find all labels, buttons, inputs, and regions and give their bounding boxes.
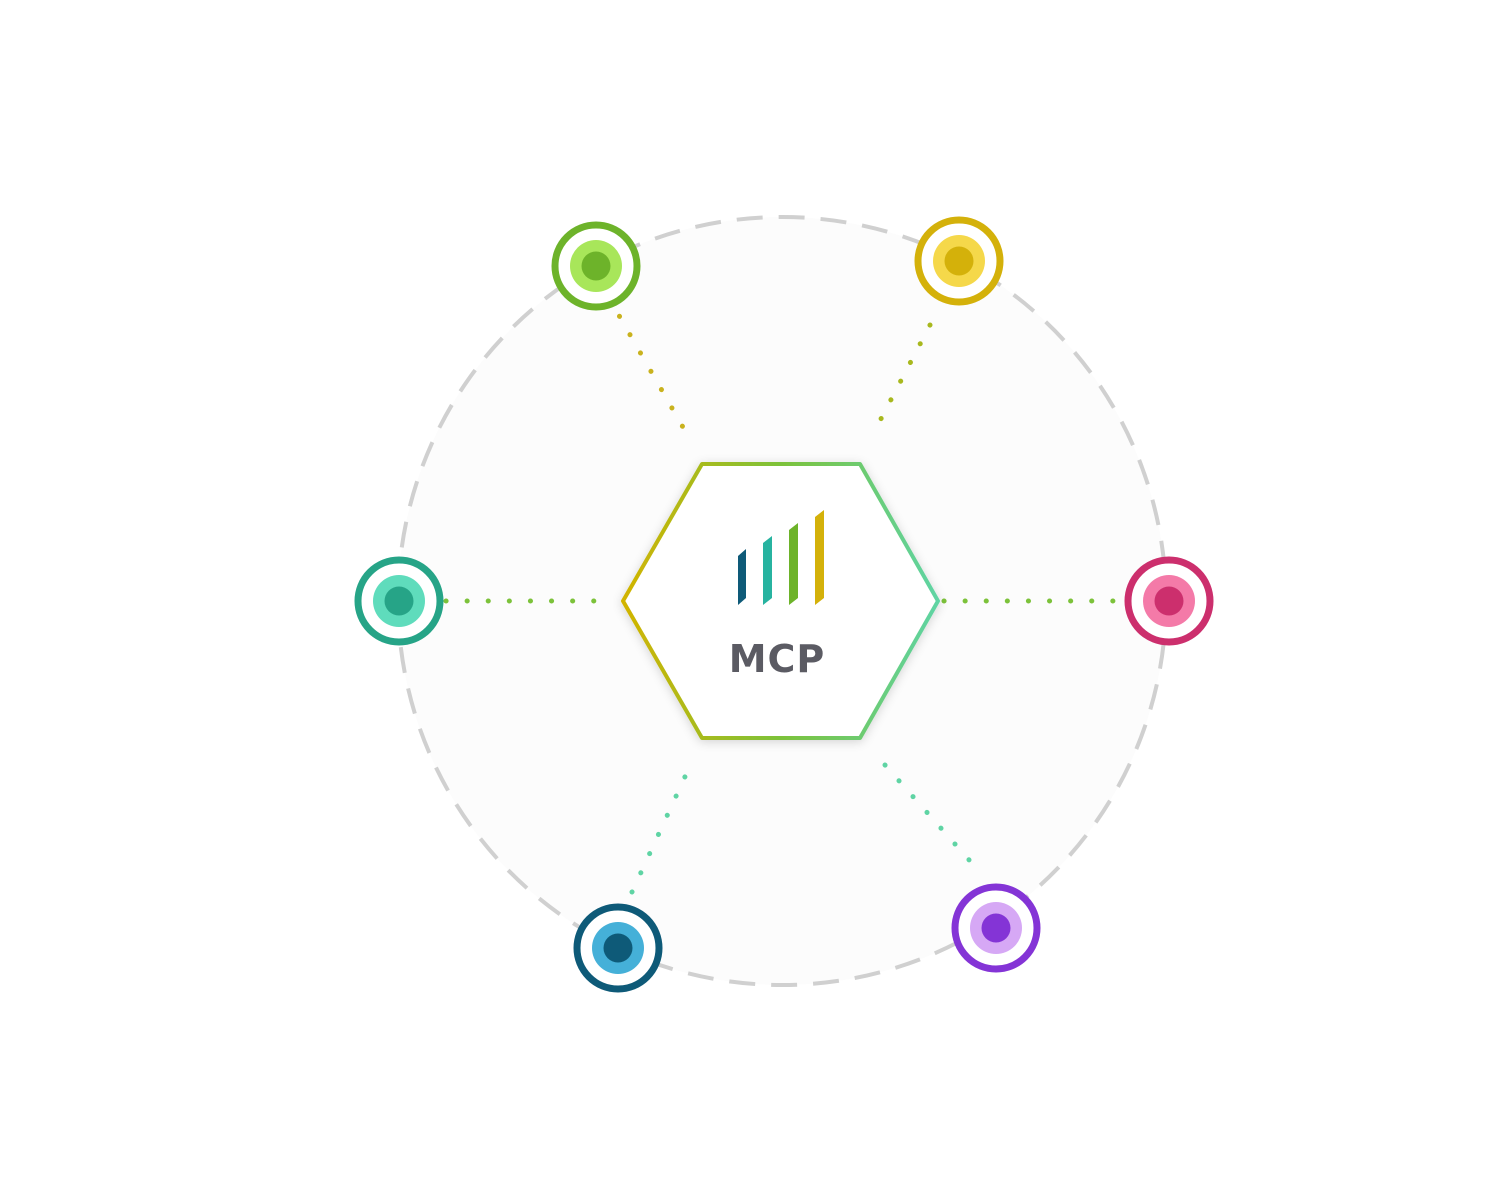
node-top-left[interactable] bbox=[551, 221, 641, 311]
node-core-icon bbox=[603, 933, 633, 963]
hub-hexagon bbox=[621, 462, 940, 740]
connector-link-bottom-right bbox=[882, 762, 981, 873]
connector-link-top-right bbox=[869, 322, 933, 439]
node-core-icon bbox=[1154, 586, 1184, 616]
mcp-hub[interactable]: MCP bbox=[621, 462, 940, 740]
node-bottom-left[interactable] bbox=[573, 903, 663, 993]
node-bottom-right[interactable] bbox=[951, 883, 1041, 973]
node-top-right[interactable] bbox=[914, 216, 1004, 306]
node-right[interactable] bbox=[1124, 556, 1214, 646]
node-core-icon bbox=[981, 913, 1011, 943]
node-core-icon bbox=[581, 251, 611, 281]
peripheral-nodes bbox=[354, 216, 1214, 993]
hub-label: MCP bbox=[729, 637, 826, 681]
logo-bar bbox=[815, 510, 824, 605]
logo-bar bbox=[763, 536, 772, 605]
node-left[interactable] bbox=[354, 556, 444, 646]
logo-bar bbox=[789, 523, 798, 605]
mcp-logo-icon bbox=[738, 510, 824, 605]
node-core-icon bbox=[944, 246, 974, 276]
node-core-icon bbox=[384, 586, 414, 616]
logo-bar bbox=[738, 549, 746, 605]
connector-links bbox=[443, 295, 1139, 895]
connector-link-bottom-left bbox=[629, 765, 692, 895]
